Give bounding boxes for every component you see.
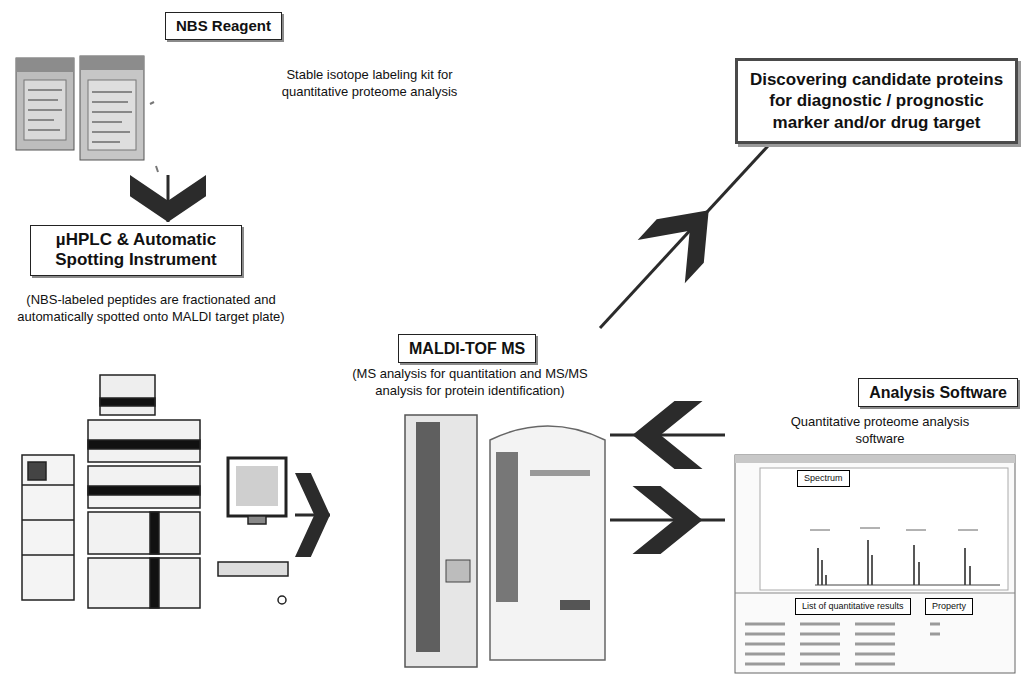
box-text: Discovering candidate proteins for diagn…: [748, 69, 1005, 133]
module: [88, 466, 200, 508]
monitor-screen: [236, 466, 278, 506]
plot-area: [760, 468, 1008, 590]
maldi-instrument-picture: [405, 415, 605, 667]
screen-callout: Property: [925, 598, 973, 615]
hplc-instrument-picture: [22, 375, 288, 608]
reagent-kit-picture: [16, 56, 158, 172]
table-rows: [745, 624, 940, 664]
flow-chevron: [130, 175, 206, 222]
description: (NBS-labeled peptides are fractionated a…: [16, 292, 286, 326]
monitor-stand: [248, 516, 266, 524]
reagent-label: [24, 80, 66, 140]
keyboard: [218, 562, 288, 576]
screen-callout: List of quantitative results: [795, 598, 911, 615]
tof-stripe: [416, 422, 440, 652]
monitor: [228, 458, 286, 516]
title-bar: [735, 455, 1015, 463]
spectrum-axis: [815, 585, 1000, 586]
module: [88, 420, 200, 462]
software-panel: Analysis SoftwareQuantitative proteome a…: [725, 372, 1018, 675]
divider: [735, 593, 1015, 594]
description: Stable isotope labeling kit for quantita…: [262, 67, 477, 101]
pump-band: [100, 398, 155, 406]
software-screenshot: [735, 455, 1015, 673]
reagent-panel: NBS ReagentStable isotope labeling kit f…: [5, 5, 480, 175]
connector-line: [600, 144, 770, 328]
screen-callout: Spectrum: [797, 470, 850, 487]
window: [735, 455, 1015, 673]
module-band: [88, 440, 200, 449]
arrow-head: [130, 175, 206, 222]
rack-shelves: [22, 485, 74, 555]
flow-chevron: [600, 144, 770, 328]
arrow-head: [633, 401, 703, 469]
box-text: List of quantitative results: [802, 601, 904, 612]
title-box: µHPLC & Automatic Spotting Instrument: [30, 225, 242, 276]
module-band: [88, 486, 200, 495]
spotter-base: [88, 558, 200, 608]
rack: [22, 455, 74, 600]
box-text: Spectrum: [804, 473, 843, 484]
maldi-panel: MALDI-TOF MS (MS analysis for quantitatio…: [330, 328, 610, 672]
goal-box: Discovering candidate proteins for diagn…: [735, 58, 1018, 144]
description: Quantitative proteome analysis software: [765, 414, 995, 448]
label-texture: [92, 92, 132, 142]
cabinet-slot: [530, 470, 590, 476]
spotter-band: [150, 558, 159, 608]
connector-line: [610, 519, 725, 522]
connector-line: [610, 434, 725, 437]
source-cabinet: [490, 426, 605, 660]
description: (MS analysis for quantitation and MS/MS …: [330, 366, 610, 400]
reagent-label: [88, 80, 136, 150]
arrow-head: [295, 473, 330, 557]
spectrum-peaks: [818, 540, 970, 585]
title-box: Analysis Software: [858, 378, 1018, 407]
cabinet-logo: [560, 600, 590, 610]
box-text: Property: [932, 601, 966, 612]
mouse: [278, 596, 286, 604]
peak-marks: [810, 528, 978, 530]
tof-display: [446, 560, 470, 582]
module: [88, 512, 200, 554]
rack-part: [28, 462, 46, 480]
pump-module: [100, 375, 155, 415]
arrow-head: [638, 210, 709, 283]
reagent-cap: [16, 58, 74, 72]
label-texture: [28, 90, 62, 130]
reagent-cap: [80, 56, 144, 70]
title-box: MALDI-TOF MS: [398, 334, 536, 363]
hplc-panel: µHPLC & Automatic Spotting Instrument (NB…: [8, 222, 295, 620]
reagent-box: [80, 56, 144, 160]
module-band: [150, 512, 159, 554]
cabinet-panel: [496, 452, 518, 602]
title-box: NBS Reagent: [165, 12, 282, 40]
tof-tower: [405, 415, 477, 667]
flow-chevron: [610, 486, 725, 554]
reagent-box: [16, 58, 74, 150]
speck: [150, 102, 158, 172]
flow-chevron: [295, 473, 330, 557]
arrow-head: [633, 486, 703, 554]
flow-chevron: [610, 401, 725, 469]
